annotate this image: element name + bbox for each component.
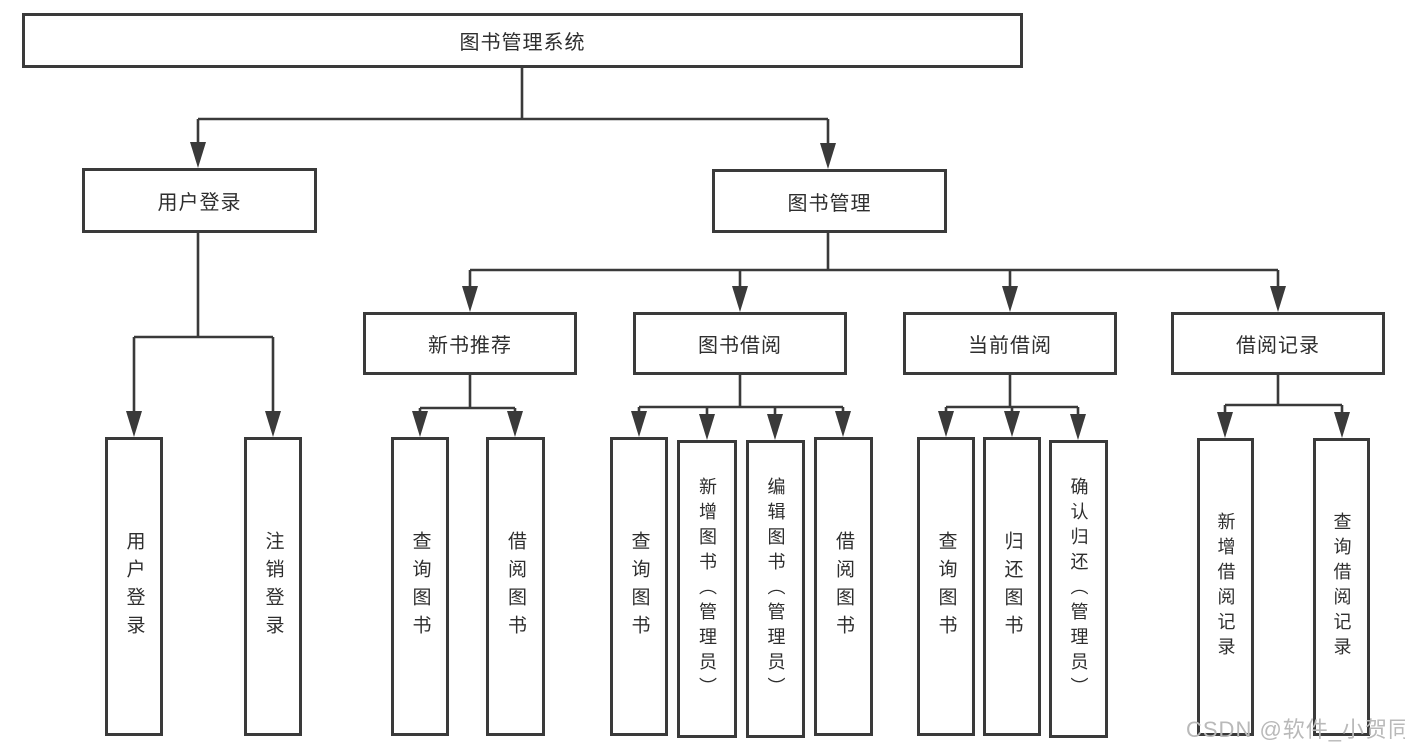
leaf-query-book-under-current: 查询图书	[917, 437, 975, 736]
leaf-user-login: 用户登录	[105, 437, 163, 736]
node-new-book-recommendation: 新书推荐	[363, 312, 577, 375]
leaf-borrow-book-label: 借阅图书	[833, 530, 854, 643]
leaf-edit-book-admin-label: 编辑图书（管理员）	[765, 476, 786, 702]
leaf-query-borrow-record: 查询借阅记录	[1313, 438, 1370, 736]
node-root: 图书管理系统	[22, 13, 1023, 68]
leaf-query-book-label: 查询图书	[628, 530, 650, 643]
node-new-book-recommendation-label: 新书推荐	[428, 335, 512, 357]
leaf-logout: 注销登录	[244, 437, 302, 736]
node-current-borrowing-label: 当前借阅	[968, 335, 1052, 357]
node-borrowing-records-label: 借阅记录	[1236, 335, 1320, 357]
node-user-login-group: 用户登录	[82, 168, 317, 233]
leaf-add-book-admin-label: 新增图书（管理员）	[697, 476, 717, 702]
leaf-query-book-label: 查询图书	[935, 530, 957, 643]
node-root-label: 图书管理系统	[459, 32, 586, 54]
leaf-borrow-book-under-recommendation: 借阅图书	[486, 437, 545, 736]
leaf-return-book-label: 归还图书	[1001, 530, 1023, 643]
node-book-management-label: 图书管理	[787, 192, 872, 215]
leaf-add-borrow-record: 新增借阅记录	[1197, 438, 1254, 736]
leaf-confirm-return-admin-label: 确认归还（管理员）	[1068, 476, 1089, 702]
leaf-query-book-under-recommendation: 查询图书	[391, 437, 449, 736]
leaf-query-book-under-borrowing: 查询图书	[610, 437, 668, 736]
node-user-login-group-label: 用户登录	[157, 192, 242, 214]
leaf-query-book-label: 查询图书	[409, 530, 431, 643]
leaf-query-borrow-record-label: 查询借阅记录	[1331, 512, 1352, 662]
node-current-borrowing: 当前借阅	[903, 312, 1117, 375]
node-book-borrowing-label: 图书借阅	[698, 335, 782, 357]
node-book-management: 图书管理	[712, 169, 947, 233]
leaf-edit-book-admin: 编辑图书（管理员）	[746, 440, 805, 738]
node-book-borrowing: 图书借阅	[633, 312, 847, 375]
leaf-add-book-admin: 新增图书（管理员）	[677, 440, 737, 738]
csdn-watermark: CSDN @软件_小贺同学	[1186, 717, 1405, 742]
leaf-borrow-book-under-borrowing: 借阅图书	[814, 437, 873, 736]
leaf-confirm-return-admin: 确认归还（管理员）	[1049, 440, 1108, 738]
leaf-return-book: 归还图书	[983, 437, 1041, 736]
leaf-logout-label: 注销登录	[262, 530, 284, 643]
connector-arrows	[126, 142, 1350, 440]
node-borrowing-records: 借阅记录	[1171, 312, 1385, 375]
leaf-add-borrow-record-label: 新增借阅记录	[1215, 512, 1236, 662]
leaf-borrow-book-label: 借阅图书	[505, 530, 526, 643]
leaf-user-login-label: 用户登录	[123, 530, 145, 643]
